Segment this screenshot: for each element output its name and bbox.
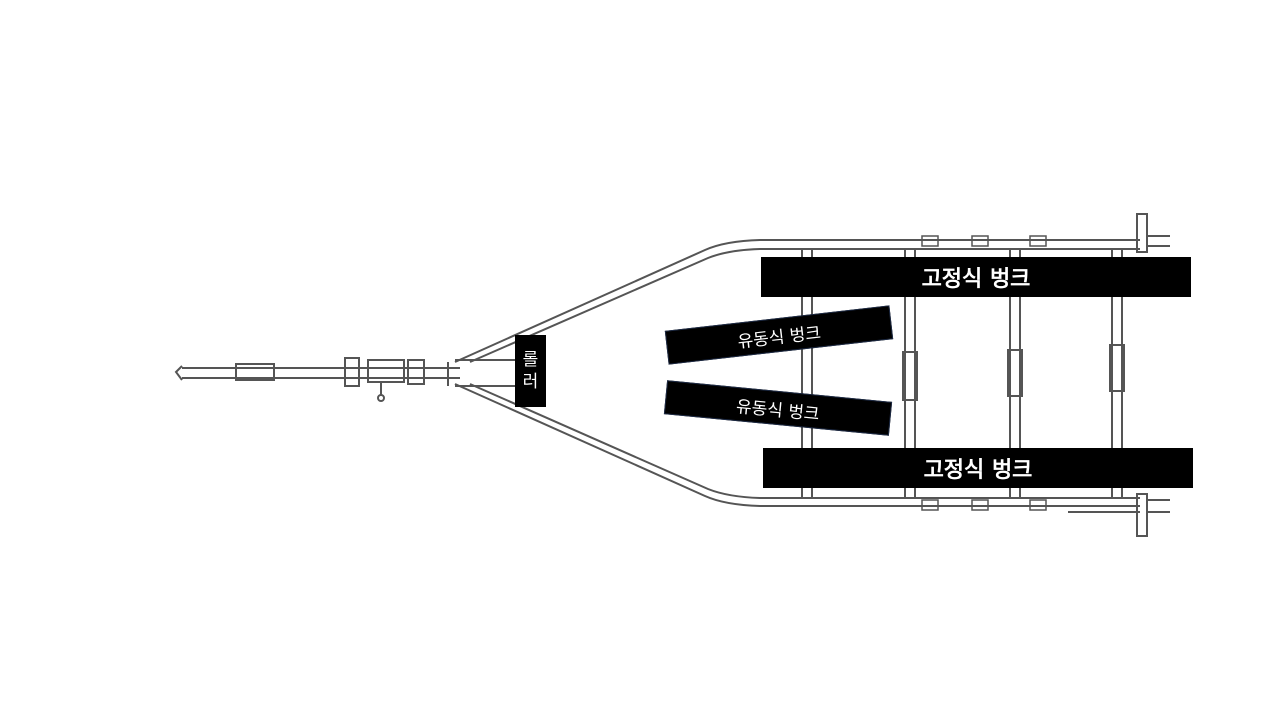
frame-bottom-rail bbox=[454, 383, 1140, 507]
fixed-bunk-top: 고정식 벙크 bbox=[761, 257, 1191, 297]
floating-bunk-top-label: 유동식 벙크 bbox=[736, 322, 822, 353]
roller-label-line2: 러 bbox=[522, 372, 539, 392]
floating-bunk-bottom-label: 유동식 벙크 bbox=[735, 396, 821, 425]
roller: 롤 러 bbox=[515, 335, 546, 407]
roller-label-line1: 롤 bbox=[522, 350, 539, 370]
fixed-bunk-bottom: 고정식 벙크 bbox=[763, 448, 1193, 488]
fixed-bunk-bottom-label: 고정식 벙크 bbox=[923, 458, 1033, 483]
tongue bbox=[174, 357, 515, 402]
frame-top-rail bbox=[454, 239, 1140, 363]
fixed-bunk-top-label: 고정식 벙크 bbox=[921, 267, 1031, 292]
rear-end-plates bbox=[1068, 213, 1170, 537]
rail-details bbox=[921, 235, 1047, 511]
